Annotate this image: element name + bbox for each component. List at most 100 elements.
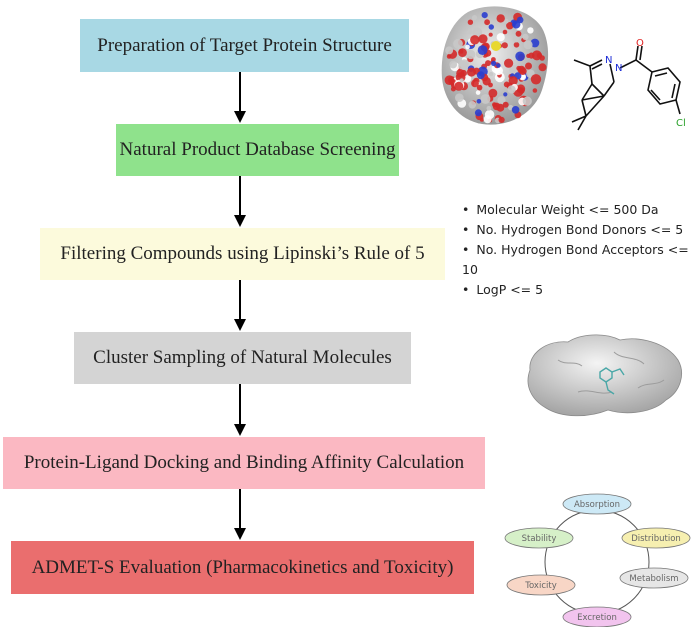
surface-patch — [491, 57, 496, 62]
surface-patch — [516, 84, 526, 94]
surface-patch — [463, 75, 472, 83]
admet-node-shape — [621, 527, 691, 549]
criteria-item: No. Hydrogen Bond Donors <= 5 — [462, 220, 700, 240]
surface-patch — [488, 32, 493, 37]
surface-patch — [459, 78, 464, 83]
surface-patch — [488, 88, 498, 98]
surface-patch — [496, 14, 505, 23]
surface-patch — [522, 33, 529, 40]
atom-label: N — [605, 55, 612, 66]
surface-patch — [497, 96, 506, 105]
surface-patch — [525, 62, 532, 70]
surface-patch — [538, 63, 547, 72]
surface-patch — [476, 71, 485, 80]
admet-node-label: Distribution — [631, 534, 681, 544]
admet-cycle-diagram: AbsorptionDistributionMetabolismExcretio… — [504, 493, 691, 627]
admet-node-label: Absorption — [574, 500, 620, 510]
surface-patch — [456, 69, 465, 78]
surface-patch — [488, 82, 493, 88]
surface-patch — [485, 60, 491, 67]
surface-patch — [527, 27, 534, 34]
admet-node-shape — [619, 567, 689, 589]
atom-label: N — [615, 63, 622, 74]
surface-patch — [496, 103, 505, 112]
surface-patch — [467, 67, 476, 77]
step-database-screening: Natural Product Database Screening — [116, 124, 399, 176]
surface-patch — [496, 63, 501, 68]
admet-node-stability: Stability — [504, 527, 574, 549]
surface-patch — [504, 58, 514, 68]
surface-patch — [530, 38, 540, 48]
surface-patch — [449, 60, 458, 69]
admet-node-shape — [504, 527, 574, 549]
admet-node-label: Metabolism — [629, 574, 678, 584]
surface-patch — [502, 101, 509, 108]
admet-node-label: Toxicity — [524, 581, 556, 591]
admet-node-shape — [562, 606, 632, 627]
surface-patch — [467, 19, 474, 25]
atom-label: O — [636, 38, 644, 49]
surface-patch — [450, 86, 456, 92]
surface-patch — [454, 81, 464, 91]
surface-patch — [476, 84, 483, 91]
surface-patch — [445, 46, 454, 55]
surface-patch — [474, 109, 482, 117]
step-label: Natural Product Database Screening — [119, 139, 396, 160]
surface-patch — [513, 42, 520, 48]
surface-patch — [468, 101, 477, 109]
admet-node-shape — [506, 574, 576, 596]
surface-patch — [481, 12, 488, 19]
surface-patch — [498, 116, 505, 123]
surface-patch — [515, 30, 522, 37]
admet-node-label: Excretion — [577, 613, 617, 623]
surface-patch — [496, 33, 505, 42]
admet-node-shape — [562, 493, 632, 515]
surface-patch — [503, 92, 508, 97]
surface-patch — [506, 22, 514, 30]
surface-patch — [532, 88, 538, 93]
surface-patch — [475, 90, 481, 95]
criteria-item: LogP <= 5 — [462, 280, 700, 300]
surface-patch — [504, 19, 509, 24]
admet-node-metabolism: Metabolism — [619, 567, 689, 589]
surface-patch — [455, 93, 464, 102]
surface-patch — [466, 49, 476, 60]
ligand-structure-image: N N O Cl — [571, 38, 686, 131]
surface-patch — [516, 16, 524, 24]
surface-patch — [465, 44, 470, 50]
surface-patch — [458, 48, 467, 57]
step-lipinski-filtering: Filtering Compounds using Lipinski’s Rul… — [40, 228, 445, 280]
lipinski-criteria-list: Molecular Weight <= 500 Da No. Hydrogen … — [462, 200, 700, 300]
surface-patch — [539, 55, 545, 61]
surface-patch — [494, 66, 503, 76]
surface-patch — [446, 54, 452, 59]
step-docking: Protein-Ligand Docking and Binding Affin… — [3, 437, 485, 489]
docked-complex-image — [527, 334, 682, 417]
surface-patch — [511, 106, 520, 114]
surface-patch — [480, 94, 491, 104]
surface-patch — [453, 38, 463, 49]
surface-patch — [491, 60, 497, 67]
surface-patch — [484, 19, 490, 26]
surface-patch — [508, 76, 518, 86]
surface-patch — [502, 29, 508, 35]
surface-patch — [488, 24, 494, 30]
surface-patch — [471, 15, 478, 21]
surface-patch — [503, 81, 510, 88]
step-label: Protein-Ligand Docking and Binding Affin… — [23, 452, 465, 473]
surface-patch — [515, 51, 525, 62]
step-cluster-sampling: Cluster Sampling of Natural Molecules — [74, 332, 411, 384]
surface-patch — [488, 71, 494, 77]
surface-patch — [471, 79, 479, 88]
step-label: Cluster Sampling of Natural Molecules — [93, 347, 392, 368]
admet-node-toxicity: Toxicity — [506, 574, 576, 596]
admet-node-distribution: Distribution — [621, 527, 691, 549]
surface-patch — [467, 29, 473, 35]
surface-patch — [509, 65, 518, 74]
step-protein-preparation: Preparation of Target Protein Structure — [80, 19, 409, 72]
admet-node-excretion: Excretion — [562, 606, 632, 627]
surface-patch — [493, 102, 498, 108]
surface-patch — [522, 96, 532, 106]
surface-patch — [483, 115, 492, 124]
surface-patch — [491, 41, 501, 51]
